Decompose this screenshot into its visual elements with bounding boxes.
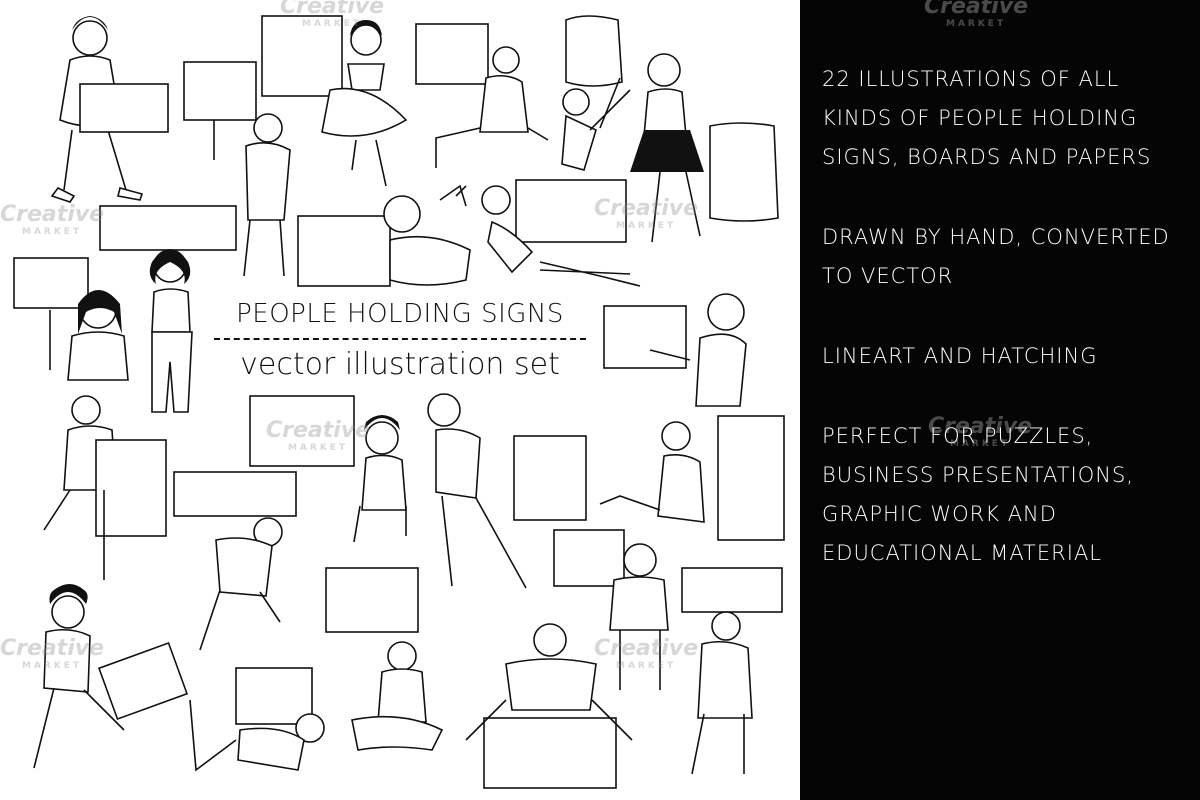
figure-girl-patterned	[49, 290, 129, 381]
watermark-sub: MARKET	[615, 221, 677, 231]
watermark-center: Creative MARKET	[266, 418, 370, 453]
sign-7	[13, 257, 89, 309]
description-panel: Creative MARKET Creative MARKET 22 ILLUS…	[800, 0, 1200, 800]
watermark-panel-top: Creative MARKET	[924, 0, 1028, 29]
figure-woman-board-1	[50, 16, 169, 203]
figure-seated-girl-glasses	[353, 415, 407, 543]
sign-14	[235, 667, 313, 725]
watermark-left: Creative MARKET	[0, 202, 104, 237]
figure-girl-sunglasses	[609, 543, 669, 690]
people-holding-signs-artwork	[13, 15, 785, 789]
watermark-brand: Creative	[924, 0, 1029, 19]
description-text: 22 ILLUSTRATIONS OF ALL KINDS OF PEOPLE …	[822, 60, 1192, 614]
description-paragraph-2: DRAWN BY HAND, CONVERTED TO VECTOR	[822, 225, 1170, 288]
figure-cross-legged	[351, 641, 444, 751]
figure-woman-black-skirt	[630, 53, 779, 243]
figure-woman-tall-board	[599, 415, 785, 541]
figure-bearded-man	[649, 293, 747, 407]
sign-9	[249, 395, 355, 467]
watermark-brand: Creative	[594, 196, 699, 221]
figure-curly-kicking	[33, 584, 189, 769]
figure-man-lifting	[691, 611, 753, 775]
watermark-brand: Creative	[928, 414, 1033, 439]
sign-12	[681, 567, 783, 613]
watermark-right: Creative MARKET	[594, 196, 698, 231]
watermark-sub: MARKET	[945, 19, 1007, 29]
figure-acrobat	[561, 77, 631, 171]
watermark-sub: MARKET	[21, 661, 83, 671]
description-paragraph-4: PERFECT FOR PUZZLES, BUSINESS PRESENTATI…	[822, 424, 1134, 565]
title-line-1: PEOPLE HOLDING SIGNS	[236, 299, 564, 329]
watermark-brand: Creative	[266, 418, 371, 443]
figure-head-lifter-curly	[149, 249, 193, 413]
illustration-area: PEOPLE HOLDING SIGNS vector illustration…	[0, 0, 785, 789]
sign-8	[603, 305, 687, 369]
watermark-sub: MARKET	[301, 19, 363, 29]
figure-squatting-man	[465, 623, 633, 789]
title-line-2: vector illustration set	[240, 347, 560, 382]
watermark-top: Creative MARKET	[280, 0, 384, 29]
figure-crouching-man	[481, 179, 641, 287]
watermark-brand: Creative	[0, 636, 105, 661]
watermark-brand: Creative	[0, 202, 105, 227]
watermark-brand: Creative	[280, 0, 385, 19]
figure-boy-carrying	[199, 517, 283, 651]
figure-seated-man	[435, 46, 549, 168]
sign-6	[297, 215, 391, 287]
sign-3	[261, 15, 343, 97]
sign-10	[173, 471, 297, 517]
watermark-bottom-left: Creative MARKET	[0, 636, 104, 671]
watermark-panel-middle: Creative MARKET	[928, 414, 1032, 449]
figure-walking-man	[427, 393, 587, 589]
watermark-sub: MARKET	[949, 439, 1011, 449]
figure-picket-sign-person	[183, 61, 291, 277]
watermark-bottom-right: Creative MARKET	[594, 636, 698, 671]
watermark-sub: MARKET	[615, 661, 677, 671]
sign-long-1	[99, 205, 237, 251]
figure-karate	[43, 395, 167, 580]
title-divider	[214, 338, 586, 340]
sign-11	[553, 529, 625, 587]
sign-13	[325, 567, 419, 633]
watermark-sub: MARKET	[21, 227, 83, 237]
figure-lying-teen	[383, 184, 471, 286]
watermark-brand: Creative	[594, 636, 699, 661]
figure-lying-floor	[189, 699, 325, 772]
title-block: PEOPLE HOLDING SIGNS vector illustration…	[210, 296, 590, 384]
description-paragraph-3: LINEART AND HATCHING	[822, 344, 1098, 368]
sign-5	[415, 23, 489, 85]
figure-dancer	[321, 20, 408, 187]
description-paragraph-1: 22 ILLUSTRATIONS OF ALL KINDS OF PEOPLE …	[822, 67, 1152, 169]
watermark-sub: MARKET	[287, 443, 349, 453]
scroll-sign-1	[565, 15, 623, 87]
